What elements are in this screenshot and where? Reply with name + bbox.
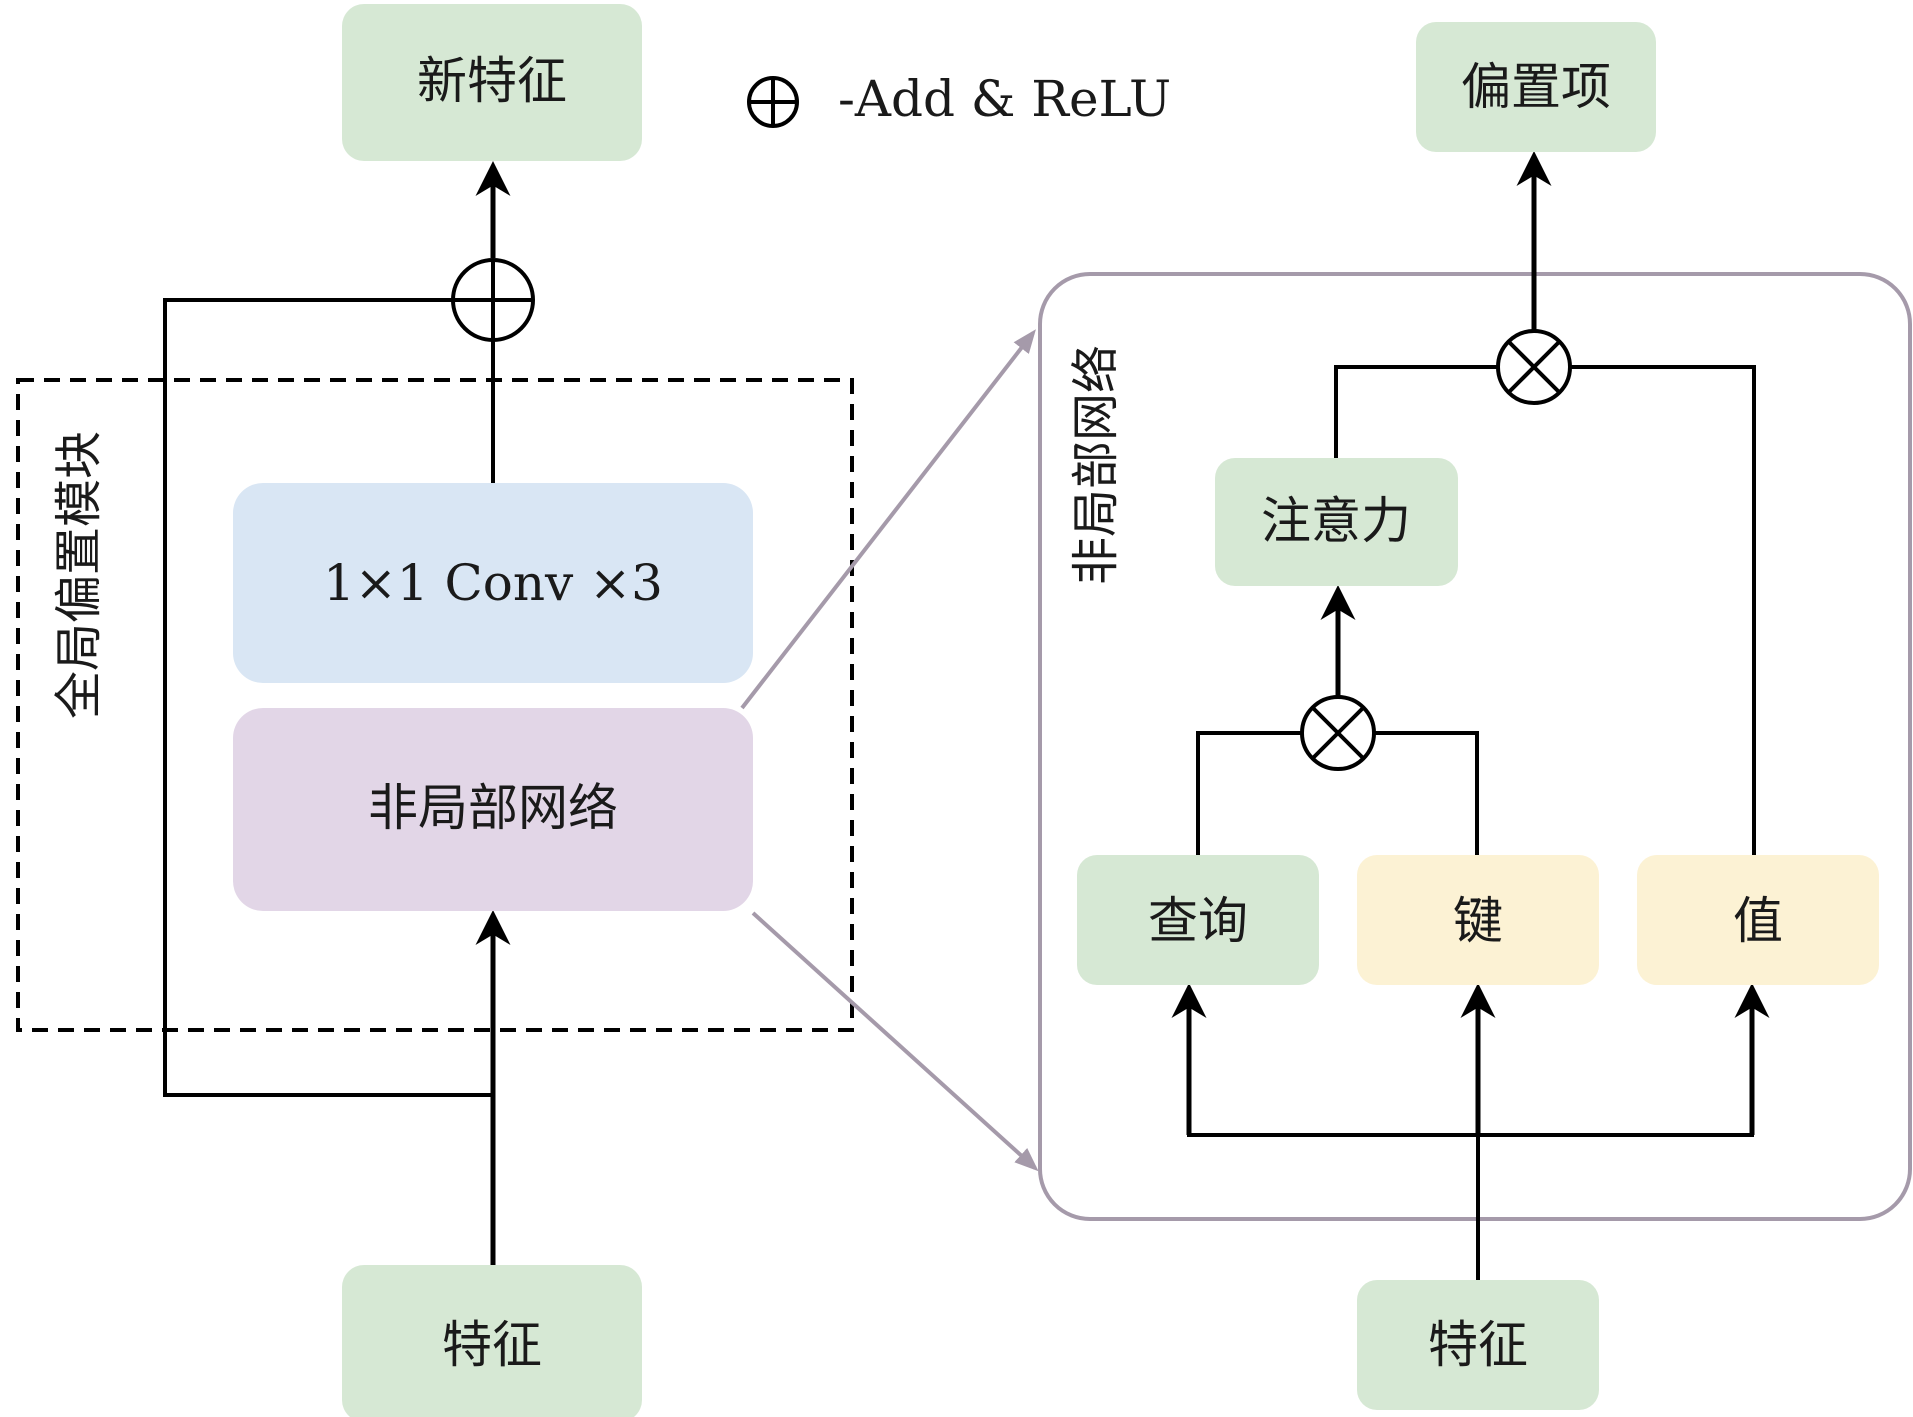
attention-label: 注意力 (1261, 492, 1411, 550)
right-input-feature-label: 特征 (1428, 1316, 1528, 1374)
right-input-feature-box: 特征 (1357, 1280, 1599, 1410)
value-to-multiply-line (1570, 365, 1756, 855)
add-relu-node (451, 258, 535, 342)
zoom-connector-bottom (751, 911, 1039, 1172)
key-box: 键 (1357, 855, 1599, 985)
legend: -Add & ReLU (747, 70, 1171, 128)
nonlocal-network-box: 非局部网络 (233, 708, 753, 911)
query-box: 查询 (1077, 855, 1319, 985)
attention-to-multiply-line (1334, 365, 1498, 458)
conv-block-label: 1×1 Conv ×3 (323, 554, 663, 612)
add-relu-symbol-icon (747, 76, 799, 128)
attention-box: 注意力 (1215, 458, 1458, 586)
input-feature-box: 特征 (342, 1265, 642, 1417)
value-box: 值 (1637, 855, 1879, 985)
new-feature-box: 新特征 (342, 4, 642, 161)
value-label: 值 (1733, 892, 1783, 950)
nonlocal-network-label: 非局部网络 (368, 779, 618, 837)
input-distribution-line (1187, 990, 1754, 1137)
global-bias-module-boundary (16, 378, 854, 1032)
key-to-multiply-line (1374, 731, 1479, 855)
new-feature-label: 新特征 (417, 52, 567, 110)
nonlocal-detail-panel-label: 非局部网络 (1068, 345, 1124, 585)
global-bias-module-label: 全局偏置模块 (51, 431, 107, 719)
conv-block-box: 1×1 Conv ×3 (233, 483, 753, 683)
key-label: 键 (1453, 892, 1503, 950)
skip-connection-line (163, 298, 493, 1097)
query-label: 查询 (1148, 892, 1248, 950)
input-feature-label: 特征 (442, 1316, 542, 1374)
legend-text: -Add & ReLU (838, 70, 1171, 128)
bias-term-label: 偏置项 (1461, 58, 1611, 116)
multiply-node-av (1496, 329, 1572, 405)
multiply-node-qk (1300, 695, 1376, 771)
query-to-multiply-line (1196, 731, 1302, 855)
nonlocal-detail-panel (1038, 272, 1912, 1221)
zoom-connector-top (740, 329, 1036, 710)
bias-term-box: 偏置项 (1416, 22, 1656, 152)
